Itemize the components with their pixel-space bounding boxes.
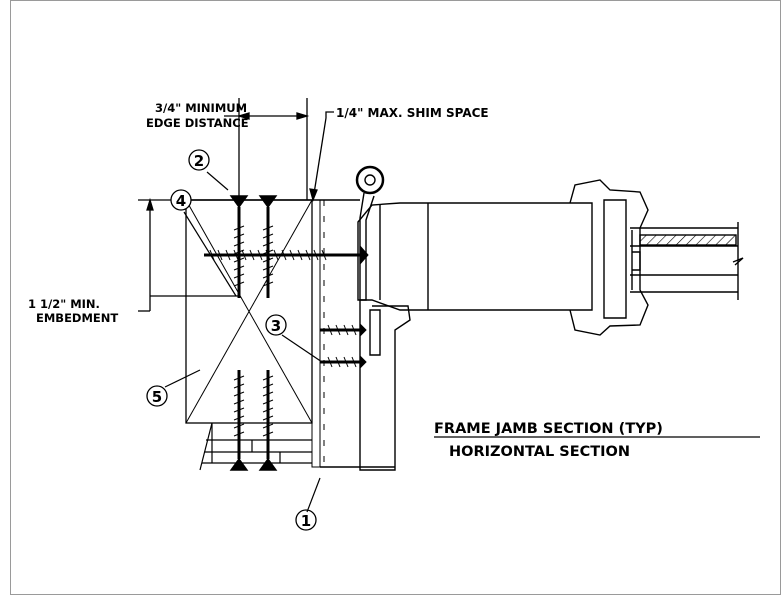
section-title-line2: HORIZONTAL SECTION	[449, 444, 630, 460]
shim-space-leader	[309, 111, 334, 203]
callout-3: 3	[265, 314, 287, 336]
edge-distance-dimension	[224, 98, 310, 200]
embedment-dimension	[138, 197, 238, 312]
svg-text:1: 1	[301, 512, 311, 530]
edge-distance-label-line1: 3/4" MINIMUM	[155, 101, 247, 115]
wood-buck	[185, 199, 325, 468]
edge-distance-label-line2: EDGE DISTANCE	[146, 116, 249, 130]
sheet-border	[10, 0, 781, 595]
embedment-label-line2: EMBEDMENT	[36, 311, 118, 325]
shim-space-label: 1/4" MAX. SHIM SPACE	[336, 106, 489, 120]
svg-text:4: 4	[176, 192, 186, 210]
anchor-screws-bottom	[229, 370, 278, 471]
section-title-line1: FRAME JAMB SECTION (TYP)	[434, 421, 663, 437]
anchor-screws-top	[229, 195, 278, 298]
window-frame	[186, 165, 744, 471]
callout-2: 2	[188, 149, 210, 171]
callout-5: 5	[146, 385, 168, 407]
fin-screws	[320, 322, 367, 370]
masonry-substrate	[199, 422, 312, 471]
callout-leaders	[164, 171, 323, 513]
frame-screw-horizontal	[204, 244, 369, 266]
callout-4: 4	[170, 189, 192, 211]
svg-text:3: 3	[271, 317, 281, 335]
callout-1: 1	[295, 509, 317, 531]
svg-text:5: 5	[152, 388, 162, 406]
svg-text:2: 2	[194, 152, 204, 170]
embedment-label-line1: 1 1/2" MIN.	[28, 297, 100, 311]
